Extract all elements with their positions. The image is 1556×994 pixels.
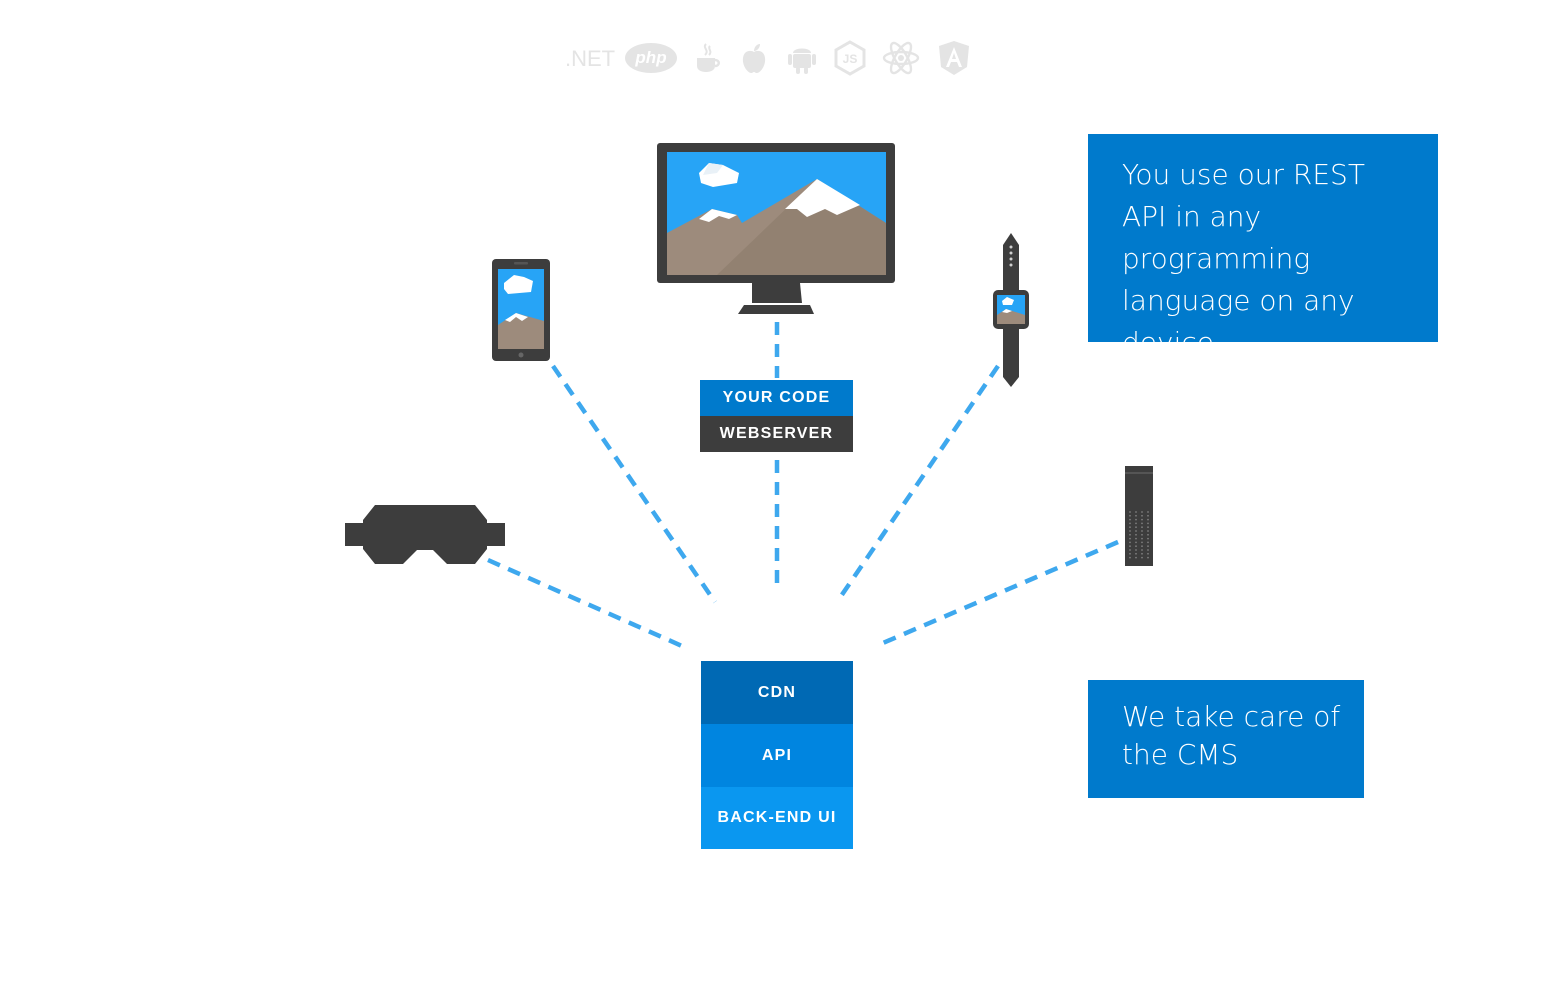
react-atom-icon	[882, 41, 920, 75]
cms-info-text: We take care of the CMS	[1122, 700, 1341, 771]
watch-to-cms-line	[835, 364, 1000, 604]
monitor-icon	[657, 143, 895, 314]
svg-text:JS: JS	[843, 52, 858, 66]
api-block: API	[701, 724, 853, 787]
your-code-block: YOUR CODE	[700, 380, 853, 416]
php-logo: php	[625, 43, 677, 73]
technology-logos-row: .NET php JS	[560, 36, 980, 80]
vr-to-cms-line	[487, 557, 683, 649]
rest-api-info-text: You use our REST API in any programming …	[1122, 158, 1365, 359]
dotnet-logo: .NET	[565, 46, 616, 71]
angular-shield-icon	[939, 41, 969, 75]
apple-icon	[742, 44, 766, 73]
phone-to-cms-line	[551, 364, 717, 604]
phone-icon	[492, 259, 550, 361]
java-cup-icon	[697, 43, 720, 72]
webserver-block: WEBSERVER	[700, 416, 853, 452]
remote-control-icon	[1125, 466, 1153, 566]
remote-to-cms-line	[875, 539, 1119, 649]
nodejs-hexagon-icon: JS	[834, 40, 866, 76]
backend-ui-block: BACK-END UI	[701, 787, 853, 849]
rest-api-info-box: You use our REST API in any programming …	[1088, 134, 1438, 359]
cms-info-box: We take care of the CMS	[1088, 680, 1364, 798]
watch-icon	[993, 233, 1029, 387]
cdn-block: CDN	[701, 661, 853, 724]
android-icon	[788, 48, 816, 74]
vr-headset-icon	[345, 505, 505, 564]
